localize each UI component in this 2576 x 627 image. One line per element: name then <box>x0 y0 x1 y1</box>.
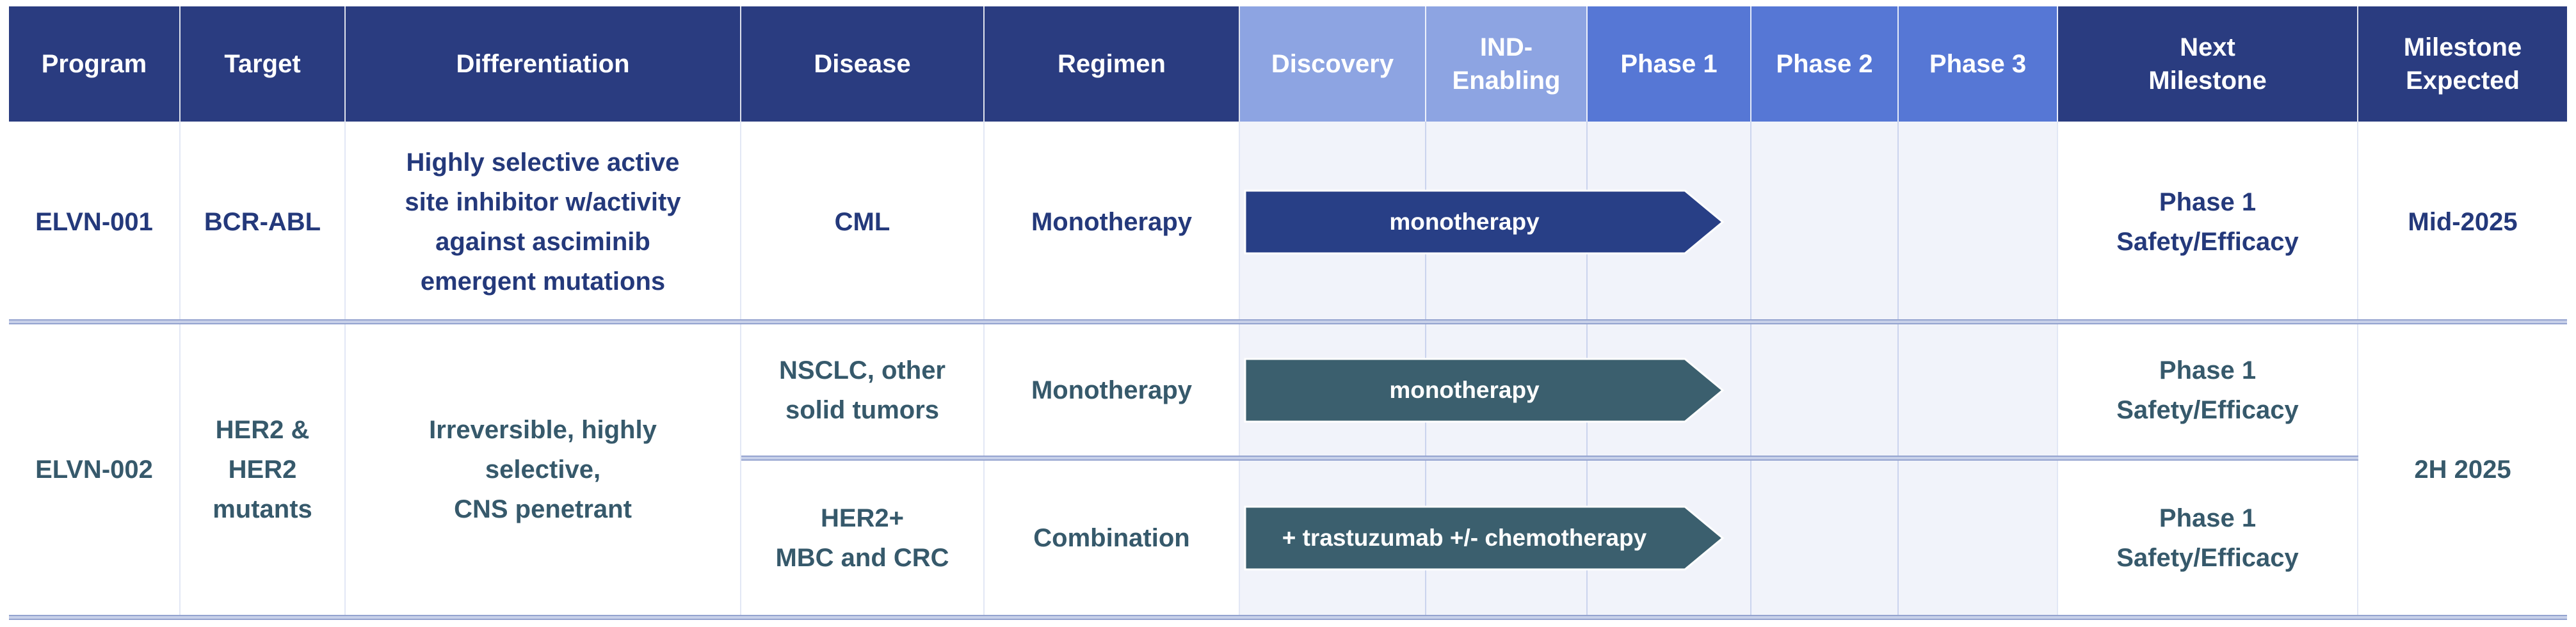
lane-phase-2 <box>1751 322 1899 458</box>
elvn001-regimen: Monotherapy <box>985 122 1240 322</box>
lane-phase-3 <box>1899 122 2058 322</box>
pipeline-grid: Program Target Differentiation Disease R… <box>9 6 2567 617</box>
header-program: Program <box>9 6 181 122</box>
header-regimen: Regimen <box>985 6 1240 122</box>
header-target: Target <box>181 6 346 122</box>
elvn001-milestone-expected: Mid-2025 <box>2358 122 2567 322</box>
lane-phase-2 <box>1751 458 1899 617</box>
lane-phase-3 <box>1899 458 2058 617</box>
elvn002-program: ELVN-002 <box>9 322 181 617</box>
header-phase-3: Phase 3 <box>1899 6 2058 122</box>
header-differentiation: Differentiation <box>346 6 741 122</box>
elvn002-differentiation: Irreversible, highly selective, CNS pene… <box>346 322 741 617</box>
elvn002-mono-regimen: Monotherapy <box>985 322 1240 458</box>
header-phase-1: Phase 1 <box>1588 6 1751 122</box>
elvn002-combo-progress-arrow: + trastuzumab +/- chemotherapy <box>1244 505 1725 571</box>
elvn002-combo-phase-track: + trastuzumab +/- chemotherapy <box>1240 458 2058 617</box>
header-next-milestone: Next Milestone <box>2058 6 2358 122</box>
elvn002-mono-phase-track: monotherapy <box>1240 322 2058 458</box>
lane-phase-1 <box>1588 122 1751 322</box>
elvn002-combo-arrow-label: + trastuzumab +/- chemotherapy <box>1282 524 1647 551</box>
elvn001-arrow-label: monotherapy <box>1389 208 1540 235</box>
arrow-shape-icon <box>1244 358 1725 422</box>
lane-phase-1 <box>1588 322 1751 458</box>
elvn001-phase-track: monotherapy <box>1240 122 2058 322</box>
header-disease: Disease <box>741 6 985 122</box>
lane-phase-1 <box>1588 458 1751 617</box>
header-discovery: Discovery <box>1240 6 1426 122</box>
elvn002-milestone-expected: 2H 2025 <box>2358 322 2567 617</box>
elvn002-mono-progress-arrow: monotherapy <box>1244 358 1725 423</box>
lane-phase-2 <box>1751 122 1899 322</box>
elvn002-mono-arrow-label: monotherapy <box>1389 376 1540 403</box>
arrow-shape-icon <box>1244 505 1725 570</box>
elvn002-combo-next-milestone: Phase 1 Safety/Efficacy <box>2058 458 2358 617</box>
elvn002-mono-disease: NSCLC, other solid tumors <box>741 322 985 458</box>
elvn002-target: HER2 & HER2 mutants <box>181 322 346 617</box>
row-divider-2 <box>741 456 2358 461</box>
elvn001-differentiation: Highly selective active site inhibitor w… <box>346 122 741 322</box>
elvn002-combo-regimen: Combination <box>985 458 1240 617</box>
table-bottom-rule <box>9 615 2567 620</box>
arrow-shape-icon <box>1244 189 1725 254</box>
row-divider-1 <box>9 319 2567 324</box>
header-ind-enabling: IND- Enabling <box>1426 6 1588 122</box>
header-milestone-expected: Milestone Expected <box>2358 6 2567 122</box>
lane-phase-3 <box>1899 322 2058 458</box>
elvn001-target: BCR-ABL <box>181 122 346 322</box>
elvn001-disease: CML <box>741 122 985 322</box>
elvn001-program: ELVN-001 <box>9 122 181 322</box>
elvn002-combo-disease: HER2+ MBC and CRC <box>741 458 985 617</box>
elvn001-next-milestone: Phase 1 Safety/Efficacy <box>2058 122 2358 322</box>
elvn001-progress-arrow: monotherapy <box>1244 189 1725 255</box>
elvn002-mono-next-milestone: Phase 1 Safety/Efficacy <box>2058 322 2358 458</box>
header-phase-2: Phase 2 <box>1751 6 1899 122</box>
